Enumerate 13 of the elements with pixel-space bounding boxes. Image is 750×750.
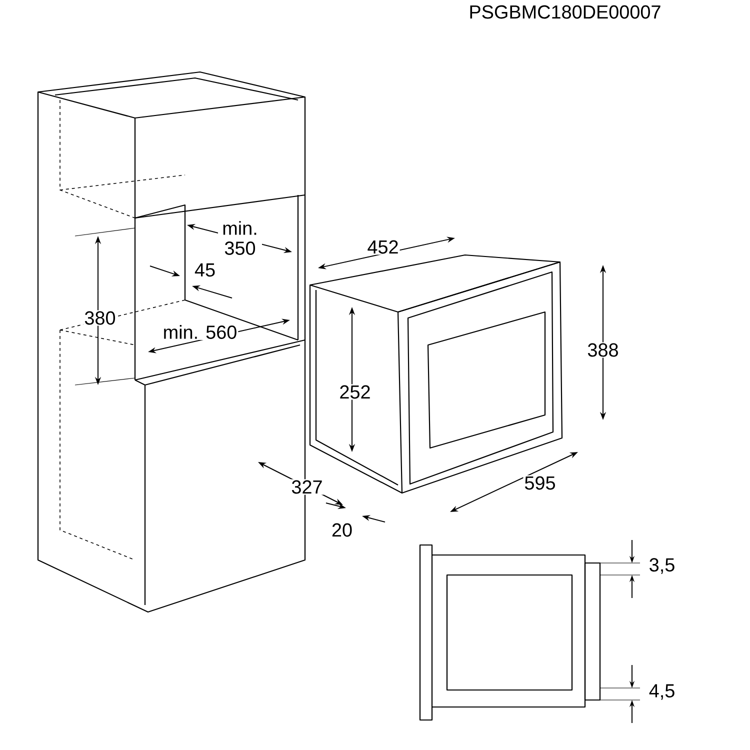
dimension-label: min. 560 <box>162 324 238 340</box>
document-code: PSGBMC180DE00007 <box>468 4 662 20</box>
dimension-label: 20 <box>330 522 354 538</box>
dimension-label: 327 <box>290 479 324 495</box>
dimension-label: 45 <box>193 262 217 278</box>
dimension-label: min. 350 <box>218 220 262 256</box>
dimension-label: 252 <box>338 384 372 400</box>
dimension-label: 380 <box>83 310 117 326</box>
dimension-label: 595 <box>523 475 557 491</box>
dimension-label: 4,5 <box>648 683 676 701</box>
dimension-label: 3,5 <box>648 557 676 575</box>
dimension-label: 452 <box>366 239 400 255</box>
dimension-label: 388 <box>586 342 620 358</box>
